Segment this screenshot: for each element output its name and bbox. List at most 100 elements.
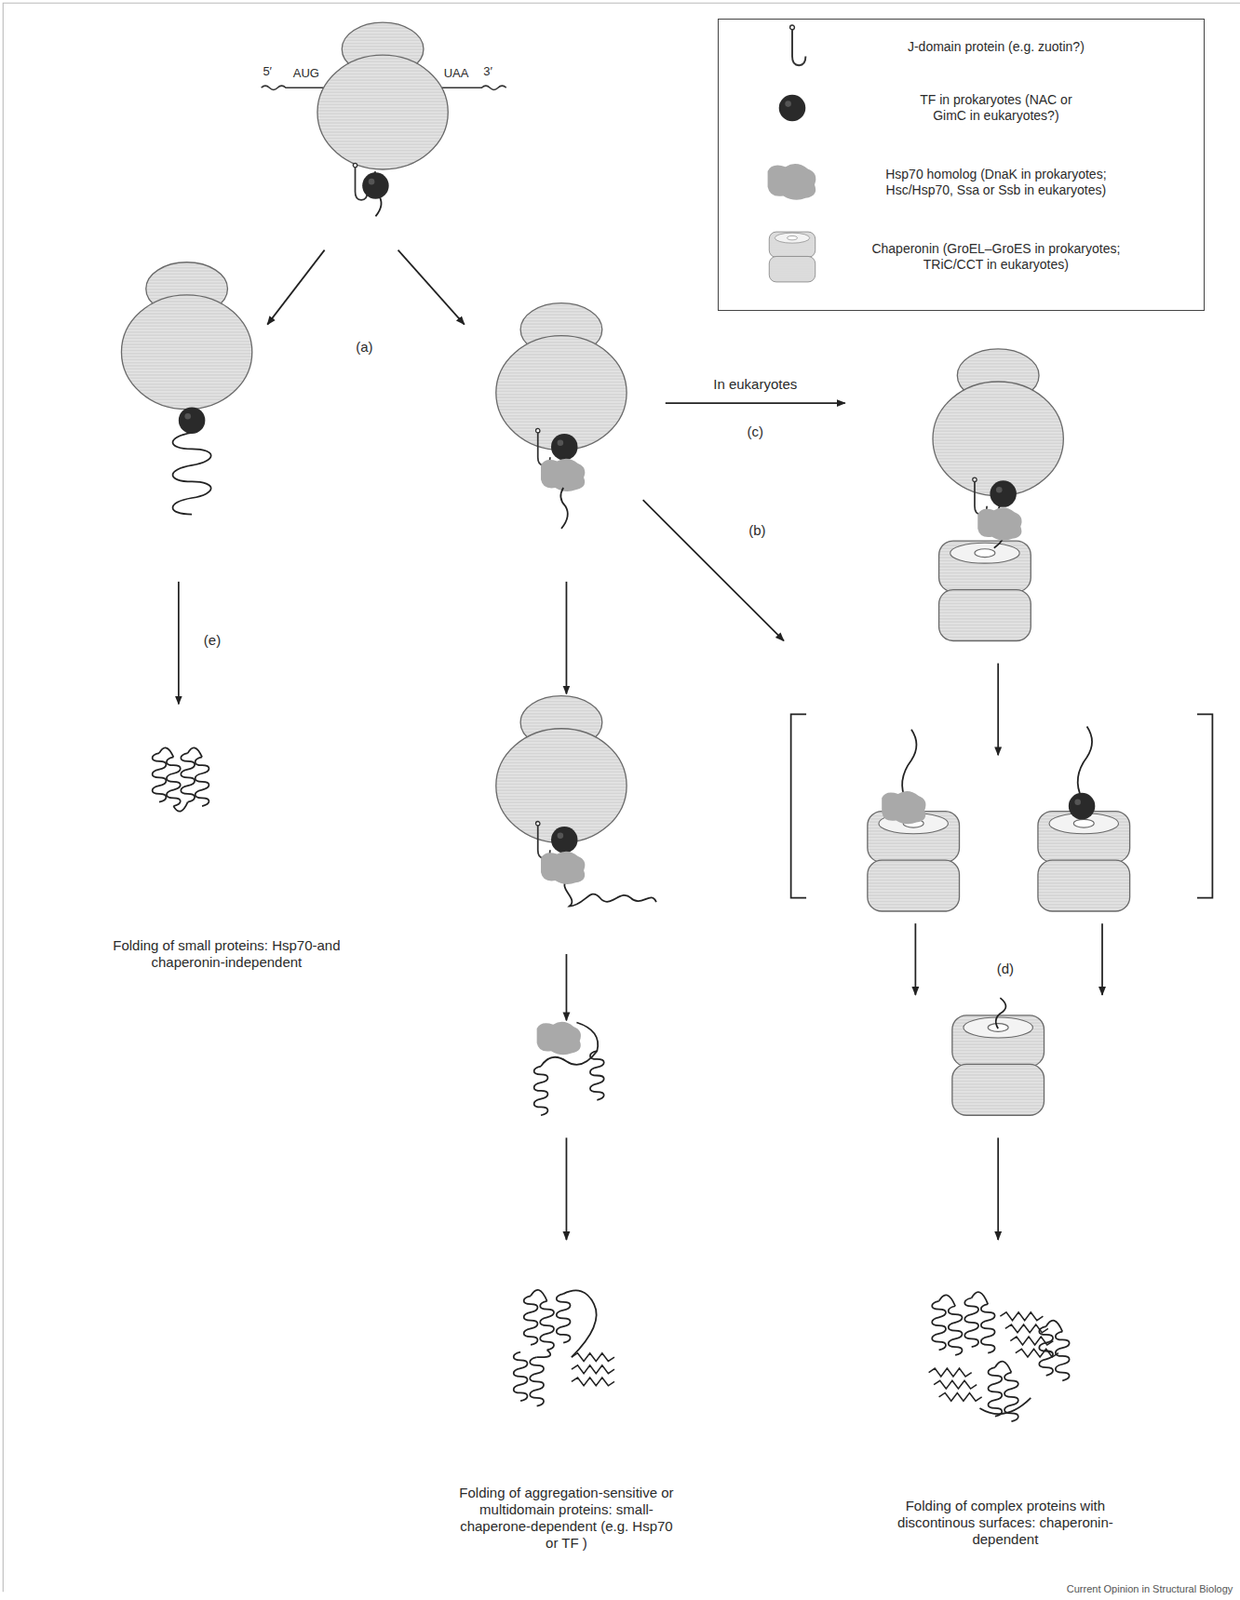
folded-multidomain-protein bbox=[513, 1290, 615, 1407]
use-shape bbox=[929, 1368, 972, 1377]
ribosome-hsp70-elongation bbox=[496, 696, 657, 907]
use-shape bbox=[571, 1353, 615, 1362]
use-shape bbox=[939, 540, 1032, 641]
use-shape bbox=[1068, 793, 1096, 821]
pathway-letter: (b) bbox=[748, 522, 766, 540]
line-shape bbox=[1101, 923, 1104, 996]
line-shape bbox=[997, 663, 999, 756]
line-shape bbox=[665, 402, 846, 405]
use-shape bbox=[166, 756, 181, 807]
use-shape bbox=[867, 811, 960, 912]
use-shape bbox=[496, 696, 627, 844]
pathway-arrows bbox=[178, 250, 1103, 1240]
legend-symbol-shape bbox=[778, 94, 806, 122]
use-shape bbox=[964, 1297, 979, 1348]
ribosome-hsp70-branch bbox=[496, 303, 627, 529]
use-shape bbox=[195, 756, 210, 807]
use-shape bbox=[981, 1304, 996, 1354]
folded-complex-protein bbox=[929, 1292, 1070, 1422]
use-shape bbox=[539, 1301, 554, 1351]
legend-symbol bbox=[754, 152, 830, 213]
use-shape bbox=[524, 1295, 539, 1346]
ribosome-tf-branch bbox=[121, 262, 252, 515]
path-shape bbox=[1197, 714, 1213, 898]
ribosome-chaperonin-branch bbox=[932, 349, 1064, 642]
use-shape bbox=[152, 753, 167, 803]
path-shape bbox=[902, 729, 917, 802]
line-shape bbox=[643, 499, 784, 641]
path-shape bbox=[159, 747, 203, 811]
use-shape bbox=[1004, 1373, 1019, 1423]
use-shape bbox=[362, 172, 390, 200]
use-shape bbox=[931, 1301, 946, 1351]
line-shape bbox=[566, 954, 568, 1021]
legend-symbol-shape bbox=[767, 163, 816, 201]
legend-label: TF in prokaryotes (NAC or GimC in eukary… bbox=[903, 91, 1090, 124]
line-shape bbox=[566, 581, 568, 695]
legend-symbol bbox=[754, 17, 830, 78]
translating-ribosome bbox=[261, 22, 507, 216]
use-shape bbox=[987, 1367, 1002, 1417]
use-shape bbox=[590, 1051, 605, 1101]
path-shape bbox=[791, 714, 807, 898]
legend-label: J-domain protein (e.g. zuotin?) bbox=[875, 39, 1118, 56]
use-shape bbox=[999, 1312, 1043, 1321]
pathway-caption: Folding of aggregation-sensitive or mult… bbox=[454, 1484, 678, 1552]
chaperonin-folding bbox=[952, 997, 1045, 1116]
path-shape bbox=[173, 432, 212, 515]
use-shape bbox=[551, 433, 579, 461]
use-shape bbox=[496, 303, 627, 451]
use-shape bbox=[948, 1306, 963, 1356]
arrow-note: In eukaryotes bbox=[713, 376, 797, 393]
use-shape bbox=[540, 458, 585, 492]
legend-symbol bbox=[754, 78, 830, 138]
pathway-caption: Folding of small proteins: Hsp70-and cha… bbox=[109, 937, 343, 971]
line-shape bbox=[997, 1137, 999, 1240]
path-shape bbox=[1078, 727, 1092, 799]
use-shape bbox=[977, 507, 1022, 540]
codon-label: AUG bbox=[293, 66, 320, 81]
use-shape bbox=[1037, 811, 1131, 912]
use-shape bbox=[933, 1380, 977, 1389]
line-shape bbox=[566, 1137, 568, 1240]
use-shape bbox=[317, 22, 448, 170]
use-shape bbox=[536, 428, 551, 465]
use-shape bbox=[571, 1377, 615, 1387]
strand-end: 3′ bbox=[483, 64, 493, 80]
path-shape bbox=[996, 997, 1007, 1029]
path-shape bbox=[530, 1290, 597, 1358]
use-shape bbox=[571, 1365, 615, 1375]
legend-label: Chaperonin (GroEL–GroES in prokaryotes; … bbox=[867, 240, 1124, 273]
journal-credit: Current Opinion in Structural Biology bbox=[1066, 1583, 1234, 1596]
use-shape bbox=[513, 1352, 528, 1402]
path-shape bbox=[939, 1292, 1064, 1415]
use-shape bbox=[556, 1293, 571, 1344]
use-shape bbox=[178, 406, 206, 434]
use-shape bbox=[537, 1022, 581, 1055]
path-shape bbox=[560, 487, 567, 529]
pathway-caption: Folding of complex proteins with discont… bbox=[889, 1497, 1122, 1549]
use-shape bbox=[180, 753, 195, 803]
legend-symbol-shape bbox=[789, 25, 806, 66]
use-shape bbox=[540, 851, 585, 885]
use-shape bbox=[1055, 1332, 1070, 1382]
chaperonin-handoff bbox=[867, 727, 1131, 912]
use-shape bbox=[551, 826, 579, 854]
line-shape bbox=[398, 250, 465, 325]
codon-label: UAA bbox=[444, 66, 470, 81]
line-shape bbox=[177, 581, 180, 705]
folding-intermediate bbox=[534, 1022, 605, 1116]
line-shape bbox=[267, 250, 324, 325]
legend-box: J-domain protein (e.g. zuotin?) TF in pro… bbox=[717, 18, 1205, 312]
use-shape bbox=[989, 480, 1017, 508]
legend-label: Hsp70 homolog (DnaK in prokaryotes; Hsc/… bbox=[872, 165, 1119, 199]
line-shape bbox=[915, 923, 917, 996]
use-shape bbox=[536, 822, 551, 859]
use-shape bbox=[952, 1015, 1045, 1116]
pathway-letter: (e) bbox=[203, 632, 221, 649]
pathway-letter: (a) bbox=[355, 338, 373, 356]
legend-symbol-shape bbox=[768, 231, 816, 283]
use-shape bbox=[972, 477, 987, 514]
